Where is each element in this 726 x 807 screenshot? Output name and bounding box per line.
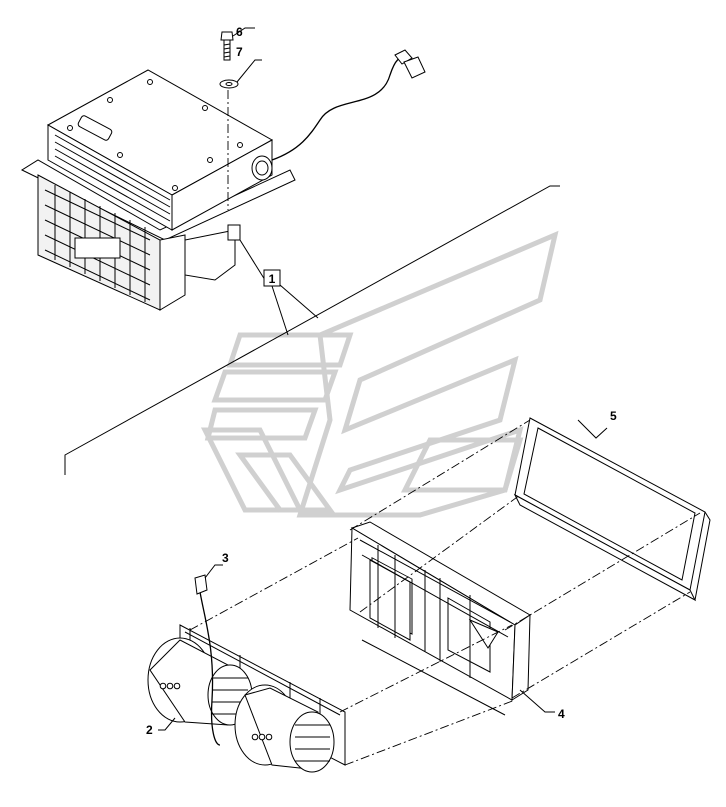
callout-1-leader: 1	[239, 239, 319, 336]
gasket-part: 5	[513, 409, 711, 602]
callout-3-label: 3	[222, 551, 229, 565]
blower-unit-part: 3 2	[146, 551, 346, 773]
control-box-assembly	[20, 49, 426, 311]
section-line	[64, 185, 560, 475]
assembly-dashed-lines	[189, 419, 701, 766]
callout-1-label: 1	[269, 272, 276, 286]
watermark-logo	[200, 230, 559, 518]
bolt-and-washer: 6 7	[219, 25, 262, 210]
callout-7-label: 7	[236, 45, 243, 59]
callout-1-box	[263, 269, 281, 287]
callout-2-label: 2	[146, 723, 153, 737]
callout-4-label: 4	[558, 707, 565, 721]
callout-5-label: 5	[610, 409, 617, 423]
mounting-frame-part: 4	[349, 521, 565, 721]
callout-6-label: 6	[236, 25, 243, 39]
